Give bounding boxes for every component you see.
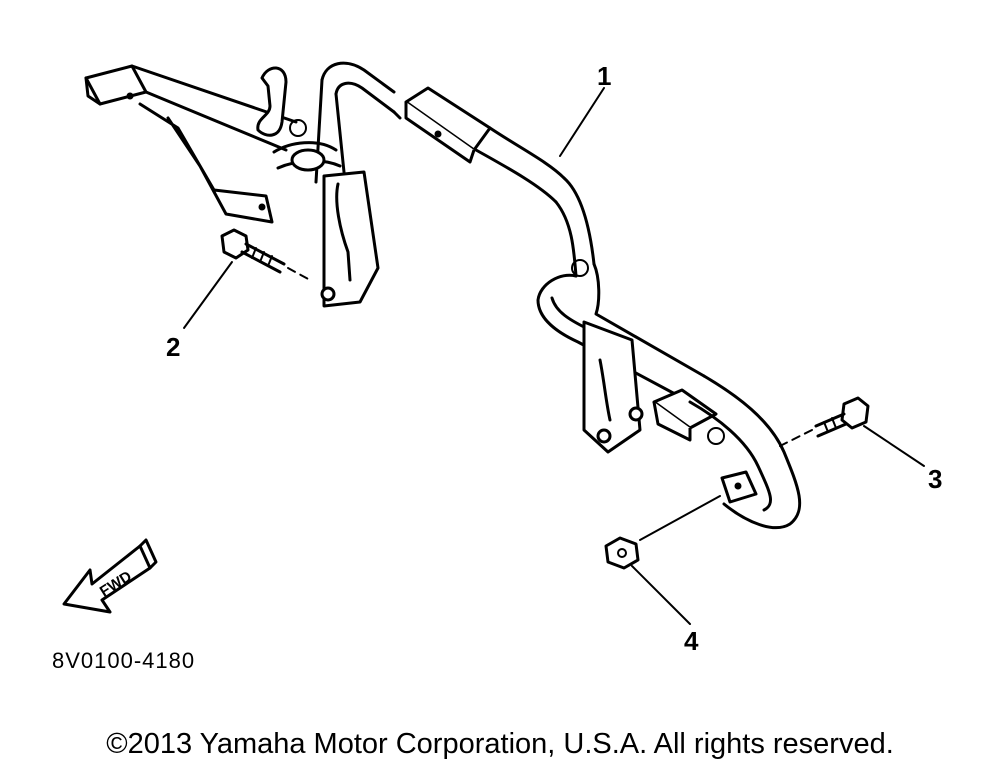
bolt-part-2 (220, 228, 311, 281)
copyright-notice: ©2013 Yamaha Motor Corporation, U.S.A. A… (106, 728, 894, 760)
leader-line-4 (631, 565, 691, 625)
forward-direction-arrow-icon: FWD (62, 538, 158, 614)
callout-2: 2 (166, 332, 180, 362)
nut-part-4 (604, 495, 721, 570)
leader-line-2 (183, 261, 233, 329)
frame-assembly-part-1 (84, 61, 802, 530)
leader-line-3 (863, 425, 925, 467)
diagram-part-code: 8V0100-4180 (52, 648, 195, 673)
leader-line-1 (559, 87, 605, 157)
bolt-part-3 (779, 396, 870, 447)
callout-4: 4 (684, 626, 699, 656)
callout-3: 3 (928, 464, 942, 494)
callout-1: 1 (597, 61, 611, 91)
